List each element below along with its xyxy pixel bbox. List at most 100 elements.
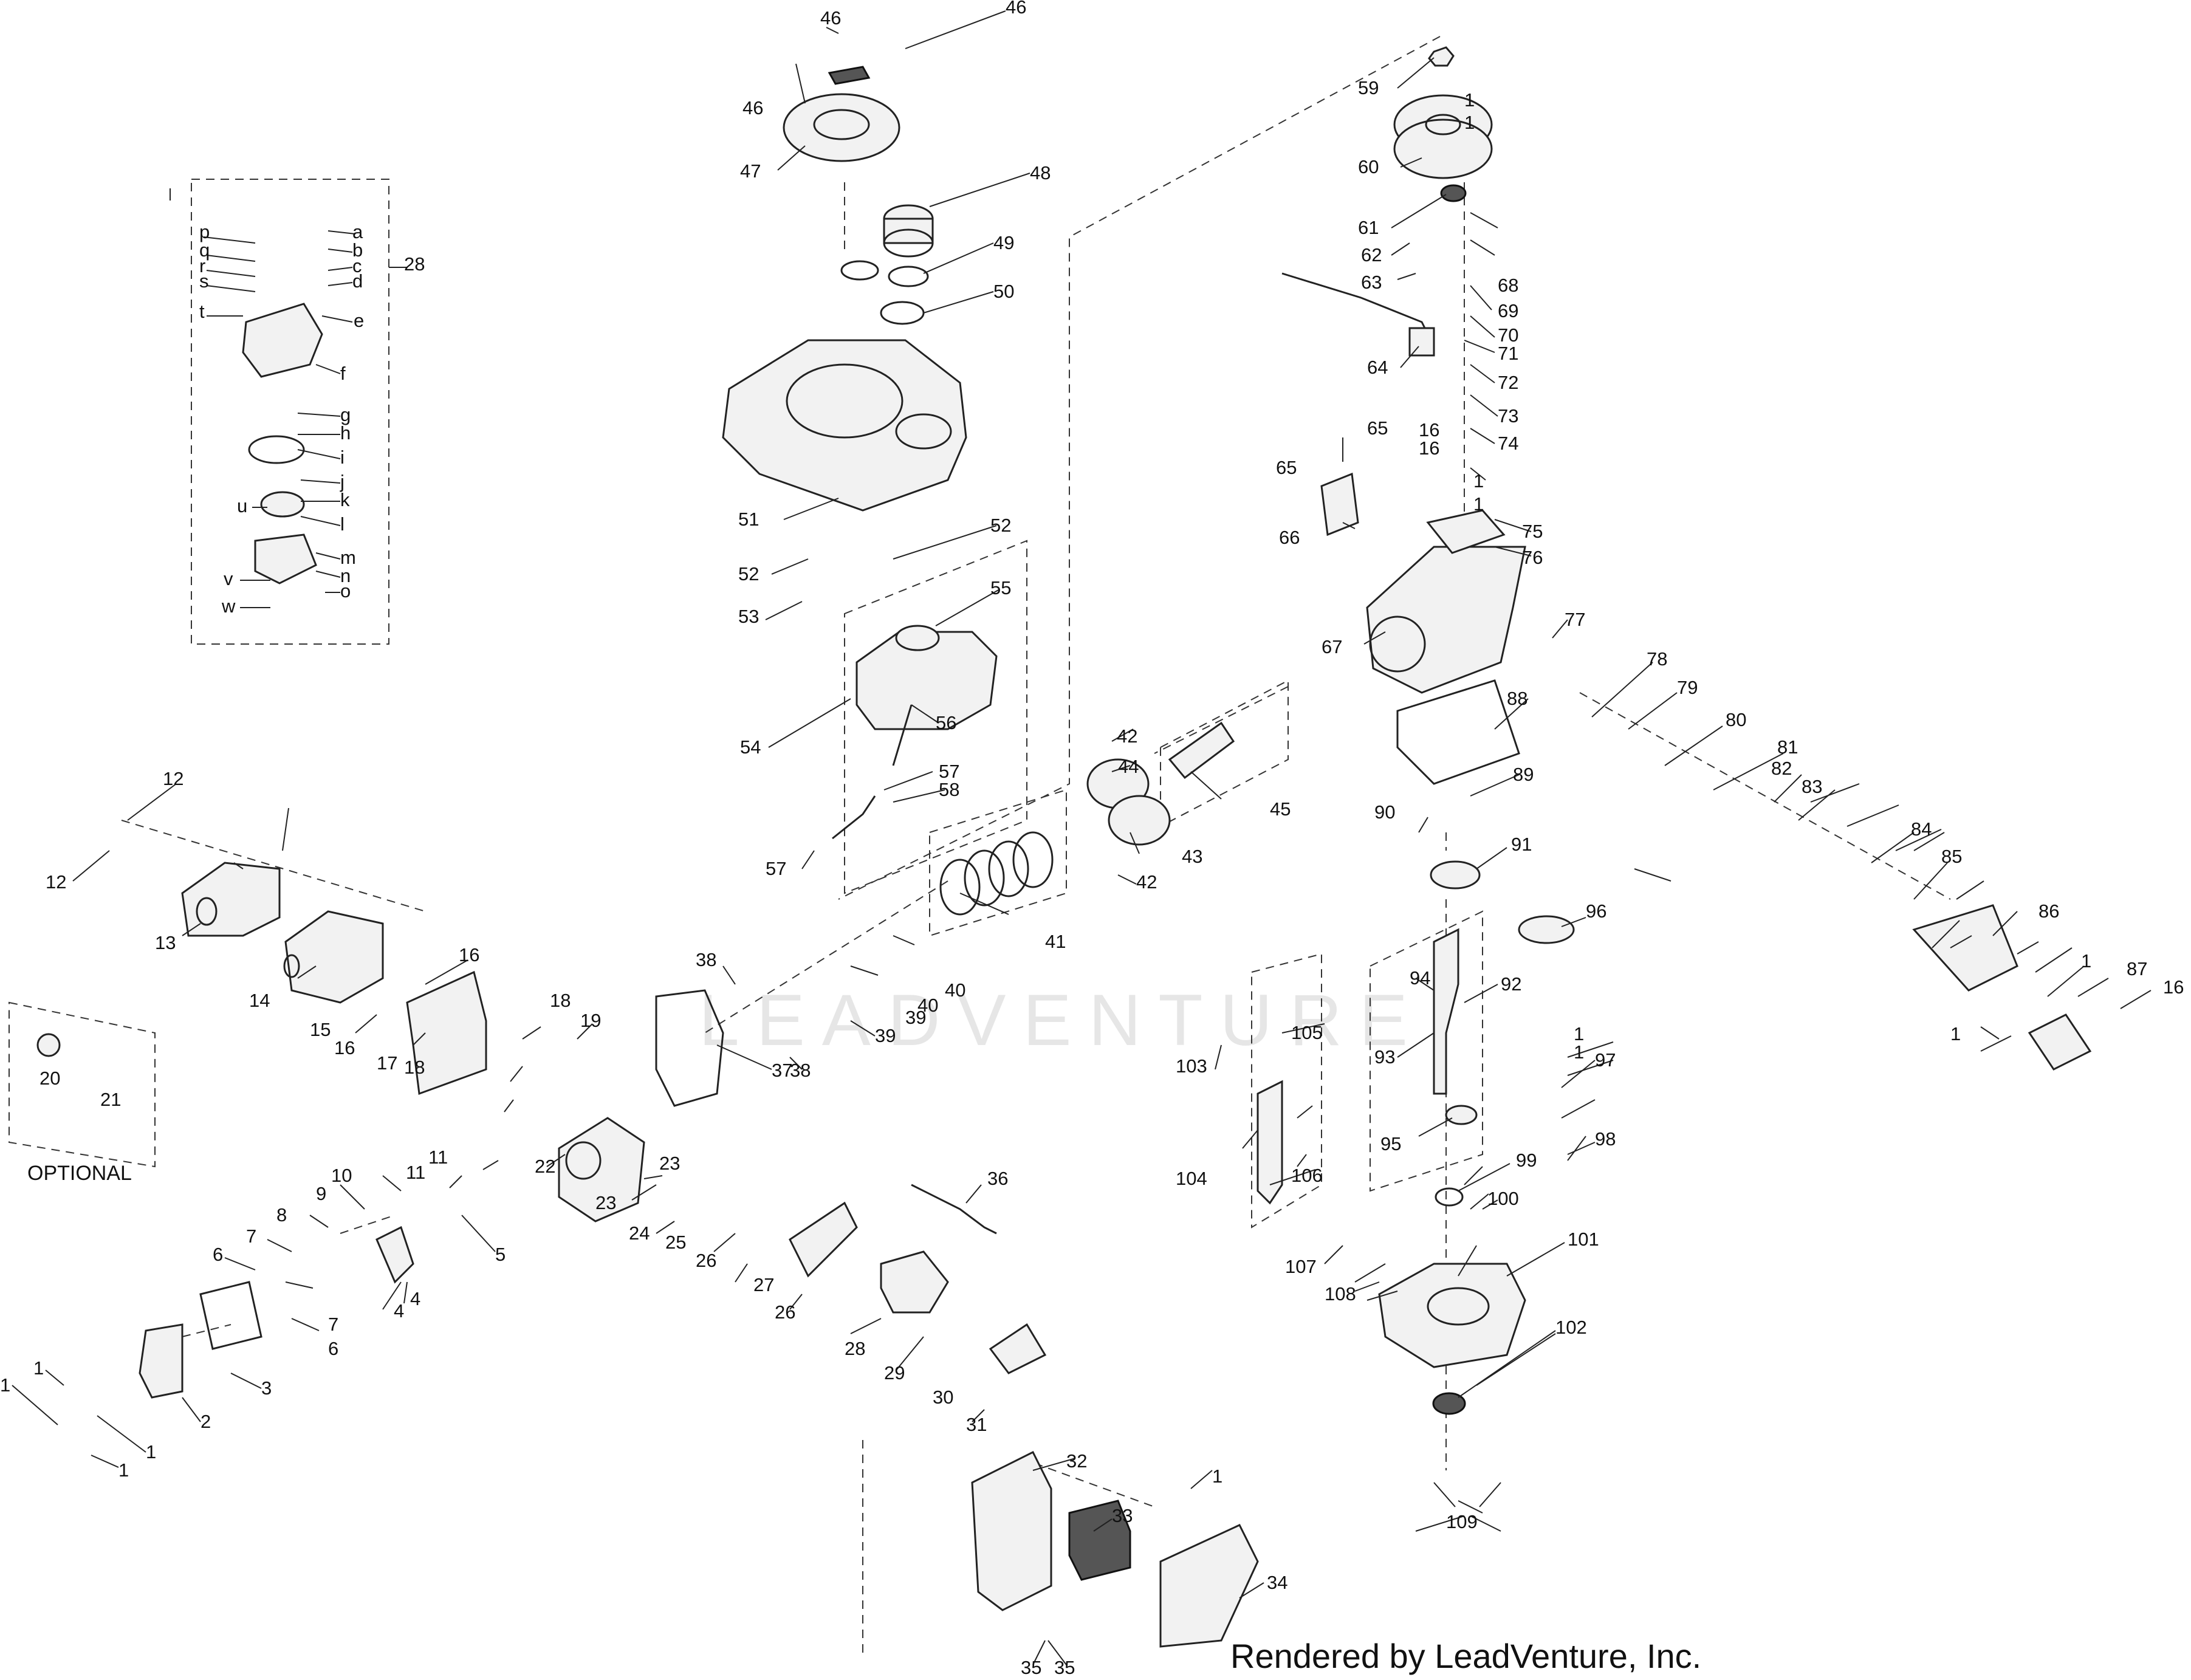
- piston-rings: [939, 831, 1054, 916]
- callout-label: 38: [696, 949, 716, 970]
- callout-label: 50: [993, 281, 1014, 302]
- flywheel: [1393, 94, 1493, 179]
- seal-61: [1440, 184, 1467, 202]
- callout-label: 25: [665, 1232, 686, 1253]
- seal-102: [1432, 1392, 1466, 1415]
- callout-label: 39: [905, 1007, 926, 1028]
- callout-label: 39: [875, 1025, 896, 1046]
- head-gasket-37: [655, 989, 724, 1107]
- callout-label: 26: [775, 1301, 795, 1323]
- callout-label: 102: [1555, 1317, 1587, 1338]
- callout-label: 12: [46, 871, 66, 893]
- callout-label: 38: [790, 1060, 811, 1081]
- callout-label: 52: [990, 515, 1011, 536]
- callout-label: 100: [1487, 1188, 1519, 1209]
- starter-cup: [883, 204, 934, 258]
- callout-label: 4: [410, 1288, 420, 1309]
- callout-label: 45: [1270, 798, 1291, 820]
- callout-label: 21: [100, 1089, 121, 1110]
- watermark: LEADVENTURE: [699, 979, 1425, 1061]
- callout-label: 79: [1677, 677, 1698, 698]
- callout-label: 18: [550, 990, 571, 1011]
- callout-label: 16: [1419, 419, 1439, 441]
- callout-label: 68: [1498, 275, 1518, 296]
- callout-label: 41: [1045, 931, 1066, 952]
- callout-label: 16: [459, 944, 479, 965]
- callout-label: 85: [1941, 846, 1962, 867]
- callout-label: p: [199, 221, 210, 242]
- callout-label: 94: [1410, 967, 1430, 989]
- callout-label: 56: [936, 712, 956, 733]
- callout-label: 47: [740, 160, 761, 182]
- carburetor-detail: [242, 303, 323, 585]
- bearing-91: [1430, 860, 1481, 890]
- callout-label: 73: [1498, 405, 1518, 427]
- optional-label: OPTIONAL: [27, 1162, 132, 1185]
- callout-label: 32: [1066, 1450, 1087, 1472]
- callout-label: 105: [1291, 1022, 1323, 1043]
- fuel-line: [832, 795, 876, 840]
- callout-label: 1: [0, 1374, 10, 1396]
- callout-label: 1: [1574, 1023, 1584, 1044]
- callout-label: 17: [377, 1052, 397, 1074]
- callout-label: 51: [738, 509, 759, 530]
- callout-label: 1: [146, 1441, 156, 1462]
- callout-label: 70: [1498, 324, 1518, 346]
- callout-label: 43: [1182, 846, 1202, 867]
- throttle-link: [1281, 272, 1432, 351]
- callout-label: 12: [163, 768, 183, 789]
- callout-label: l: [340, 513, 345, 535]
- callout-label: 93: [1374, 1046, 1395, 1068]
- muffler-guard: [181, 862, 281, 937]
- spark-arrestor-20: [36, 1033, 61, 1057]
- callout-label: a: [352, 221, 363, 242]
- callout-label: 1: [118, 1459, 129, 1481]
- engine-base: [1378, 1263, 1526, 1368]
- callout-label: 108: [1325, 1283, 1356, 1305]
- rocker-4: [375, 1226, 414, 1284]
- callout-label: j: [340, 471, 345, 492]
- muffler: [283, 910, 384, 1004]
- callout-label: 65: [1367, 417, 1388, 439]
- callout-label: 7: [246, 1226, 256, 1247]
- callout-label: 74: [1498, 433, 1518, 454]
- callout-label: 1: [1950, 1023, 1961, 1044]
- blower-housing: [722, 339, 967, 512]
- callout-label: 6: [328, 1338, 338, 1359]
- callout-label: h: [340, 422, 351, 444]
- callout-label: 14: [249, 990, 270, 1011]
- governor-plate-76: [1426, 509, 1506, 554]
- callout-label: 36: [987, 1168, 1008, 1189]
- callout-label: 52: [738, 563, 759, 585]
- dashed-guides: [121, 36, 1951, 1659]
- callout-label: 67: [1322, 636, 1342, 657]
- callout-label: 61: [1358, 217, 1379, 238]
- piston: [1086, 758, 1171, 846]
- callout-label: 75: [1522, 521, 1543, 542]
- callout-label: 1: [1212, 1466, 1222, 1487]
- callout-label: 16: [1419, 437, 1439, 459]
- callout-label: 33: [1112, 1505, 1133, 1526]
- cylinder-head: [558, 1117, 645, 1222]
- callout-label: 1: [1464, 112, 1475, 133]
- valve-cover: [139, 1281, 262, 1399]
- callout-label: q: [199, 239, 210, 261]
- callout-label: 82: [1771, 758, 1792, 779]
- callout-label: f: [340, 363, 346, 384]
- callout-label: 15: [310, 1019, 331, 1040]
- callout-label: k: [340, 489, 350, 510]
- callout-label: 87: [2127, 958, 2147, 979]
- callout-label: v: [224, 568, 233, 589]
- intake-30: [989, 1323, 1047, 1374]
- callout-label: 59: [1358, 77, 1379, 98]
- callout-label: 71: [1498, 343, 1518, 364]
- callout-label: 1: [1473, 493, 1484, 515]
- callout-label: 23: [595, 1192, 616, 1213]
- callout-label: 54: [740, 736, 761, 758]
- callout-label: 13: [155, 932, 176, 953]
- callout-label: 88: [1507, 688, 1528, 709]
- spring-ring: [840, 260, 879, 281]
- governor-spring-36: [911, 1184, 997, 1235]
- callout-label: 16: [2163, 976, 2184, 998]
